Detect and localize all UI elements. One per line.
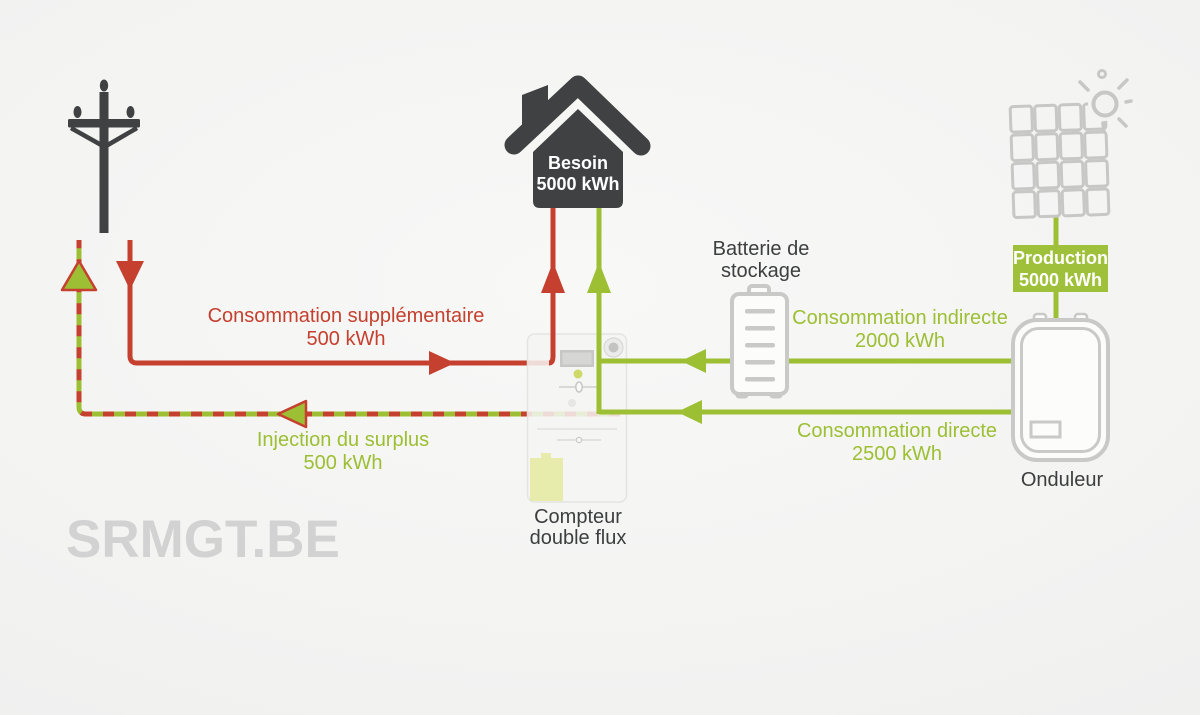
label-consommation-directe: Consommation directe 2500 kWh <box>797 420 997 466</box>
flow-indirecte-line <box>599 349 1014 373</box>
battery-icon <box>730 284 789 399</box>
inverter-label-text: Onduleur <box>1020 469 1104 491</box>
sun-icon <box>1078 69 1133 134</box>
battery-label-line1: Batterie de <box>712 238 810 260</box>
flow-supplementaire-line <box>116 240 549 375</box>
house-label-line1: Besoin <box>547 153 609 173</box>
meter-label-line2: double flux <box>529 527 627 549</box>
flow-supplementaire-riser <box>541 208 565 366</box>
battery-label-line2: stockage <box>720 260 802 282</box>
directe-arrowhead-left <box>677 400 702 424</box>
house-label-line2: 5000 kWh <box>536 174 620 194</box>
label-injection-du-surplus: Injection du surplus 500 kWh <box>257 429 429 475</box>
watermark: SRMGT.BE <box>66 510 340 569</box>
indirecte-label-text: Consommation indirecte <box>792 307 1008 329</box>
inverter-icon <box>1011 312 1110 462</box>
label-onduleur: Onduleur <box>1021 469 1103 492</box>
supplementaire-arrowhead-up <box>541 262 565 293</box>
flow-injection-line <box>60 240 620 429</box>
directe-value-text: 2500 kWh <box>851 443 943 465</box>
directe-arrowhead-up <box>587 262 611 293</box>
production-badge-line1: Production <box>1013 248 1108 268</box>
production-badge: Production 5000 kWh <box>1013 245 1108 292</box>
power-pole-icon <box>68 79 140 233</box>
injection-value-text: 500 kWh <box>303 452 383 474</box>
indirecte-arrowhead-left <box>681 349 706 373</box>
directe-label-text: Consommation directe <box>796 420 998 442</box>
indirecte-value-text: 2000 kWh <box>854 330 946 352</box>
label-consommation-supplementaire: Consommation supplémentaire 500 kWh <box>208 305 485 351</box>
house-label: Besoin 5000 kWh <box>536 153 619 195</box>
supplementaire-arrowhead-right <box>429 351 455 375</box>
solar-panel-icon <box>1008 101 1111 220</box>
meter-label-line1: Compteur <box>534 506 622 528</box>
meter-icon <box>526 333 628 503</box>
supplementaire-label-text: Consommation supplémentaire <box>207 305 485 327</box>
label-compteur-double-flux: Compteur double flux <box>530 507 627 549</box>
supplementaire-arrowhead-down <box>116 261 144 290</box>
injection-label-text: Injection du surplus <box>256 429 430 451</box>
meter-battery-shape <box>530 453 563 501</box>
supplementaire-value-text: 500 kWh <box>306 328 386 350</box>
house-icon <box>504 75 651 208</box>
injection-arrowhead-left <box>276 399 308 429</box>
injection-arrowhead-up <box>60 259 98 292</box>
label-batterie-de-stockage: Batterie de stockage <box>713 238 810 282</box>
production-badge-line2: 5000 kWh <box>1018 270 1103 290</box>
flow-directe-line <box>587 208 1014 424</box>
label-consommation-indirecte: Consommation indirecte 2000 kWh <box>792 307 1008 353</box>
